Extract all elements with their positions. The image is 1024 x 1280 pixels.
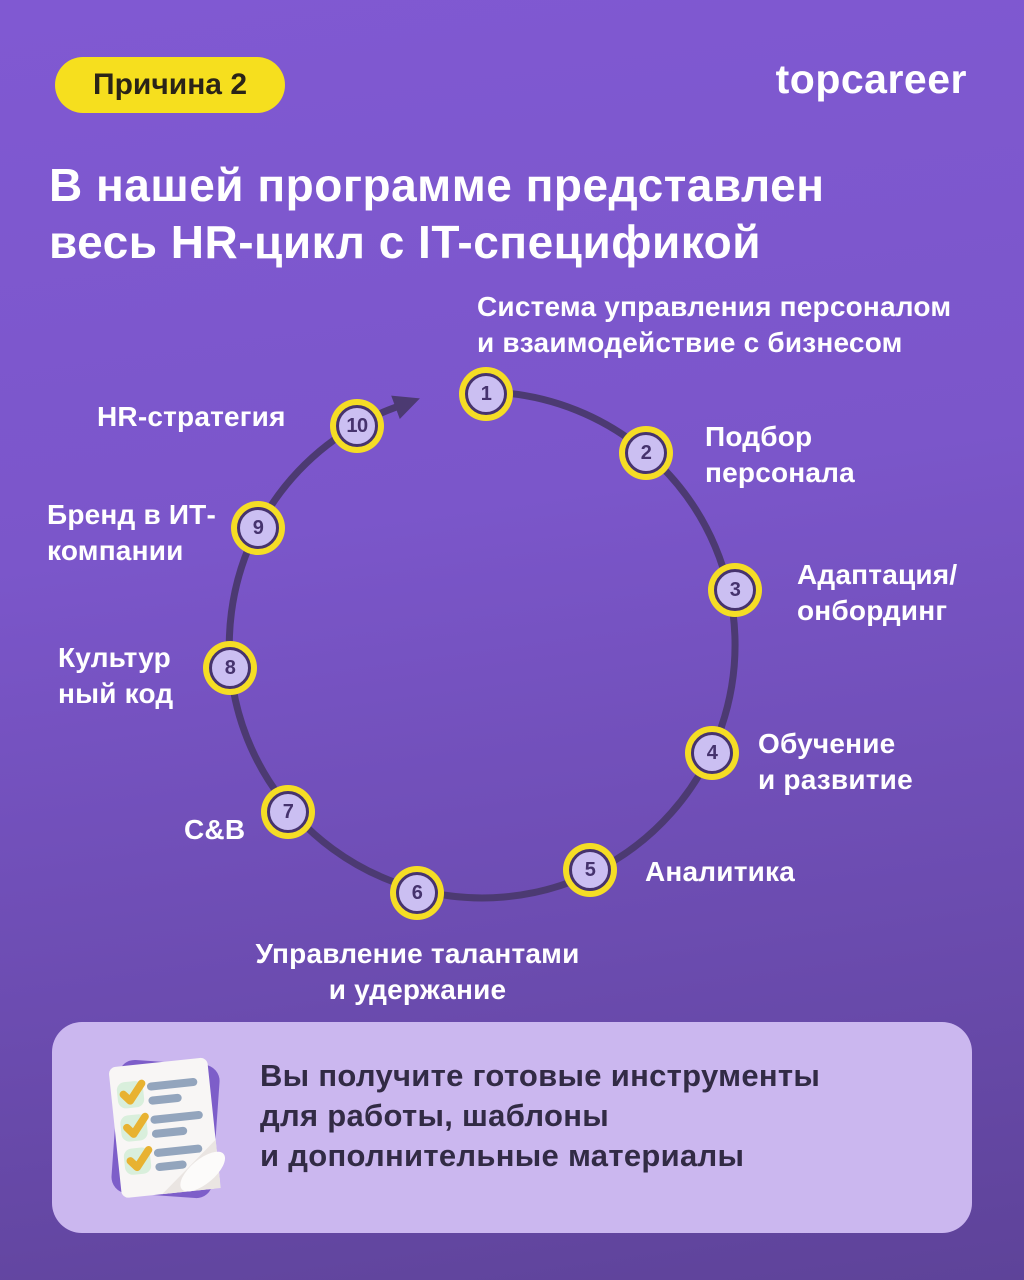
cycle-label-1: Система управления персоналом и взаимоде…: [477, 291, 952, 358]
cycle-node-number: 5: [569, 849, 611, 891]
cycle-label-3: Адаптация/ онбординг: [797, 559, 958, 626]
cycle-node-number: 7: [267, 791, 309, 833]
cycle-node-10: 10: [330, 399, 384, 453]
cycle-node-number: 2: [625, 432, 667, 474]
footer-card: Вы получите готовые инструменты для рабо…: [52, 1022, 972, 1233]
cycle-node-6: 6: [390, 866, 444, 920]
cycle-label-7: C&B: [184, 814, 246, 845]
topcareer-logo: topcareer: [775, 56, 967, 102]
cycle-node-2: 2: [619, 426, 673, 480]
cycle-label-10: HR-стратегия: [97, 401, 286, 432]
cycle-node-number: 10: [336, 405, 378, 447]
cycle-node-9: 9: [231, 501, 285, 555]
cycle-label-2: Подбор персонала: [705, 421, 855, 488]
cycle-label-9: Бренд в ИТ- компании: [47, 499, 217, 566]
checklist-icon: [109, 1057, 226, 1199]
cycle-circle-path: [225, 388, 739, 902]
cycle-node-8: 8: [203, 641, 257, 695]
cycle-label-8: Культур ный код: [58, 642, 174, 709]
cycle-node-3: 3: [708, 563, 762, 617]
cycle-node-5: 5: [563, 843, 617, 897]
cycle-node-number: 8: [209, 647, 251, 689]
cycle-node-number: 3: [714, 569, 756, 611]
cycle-node-number: 9: [237, 507, 279, 549]
reason-badge: Причина 2: [55, 57, 286, 113]
arrow-head-icon: [391, 395, 420, 419]
cycle-node-1: 1: [459, 367, 513, 421]
cycle-label-5: Аналитика: [645, 856, 796, 887]
cycle-node-number: 6: [396, 872, 438, 914]
footer-text: Вы получите готовые инструменты для рабо…: [260, 1058, 821, 1173]
cycle-node-number: 1: [465, 373, 507, 415]
page-title: В нашей программе представлен весь HR-ци…: [49, 159, 825, 268]
cycle-label-6: Управление талантами и удержание: [255, 938, 580, 1005]
cycle-node-4: 4: [685, 726, 739, 780]
cycle-node-number: 4: [691, 732, 733, 774]
cycle-label-4: Обучение и развитие: [758, 728, 913, 795]
cycle-node-7: 7: [261, 785, 315, 839]
